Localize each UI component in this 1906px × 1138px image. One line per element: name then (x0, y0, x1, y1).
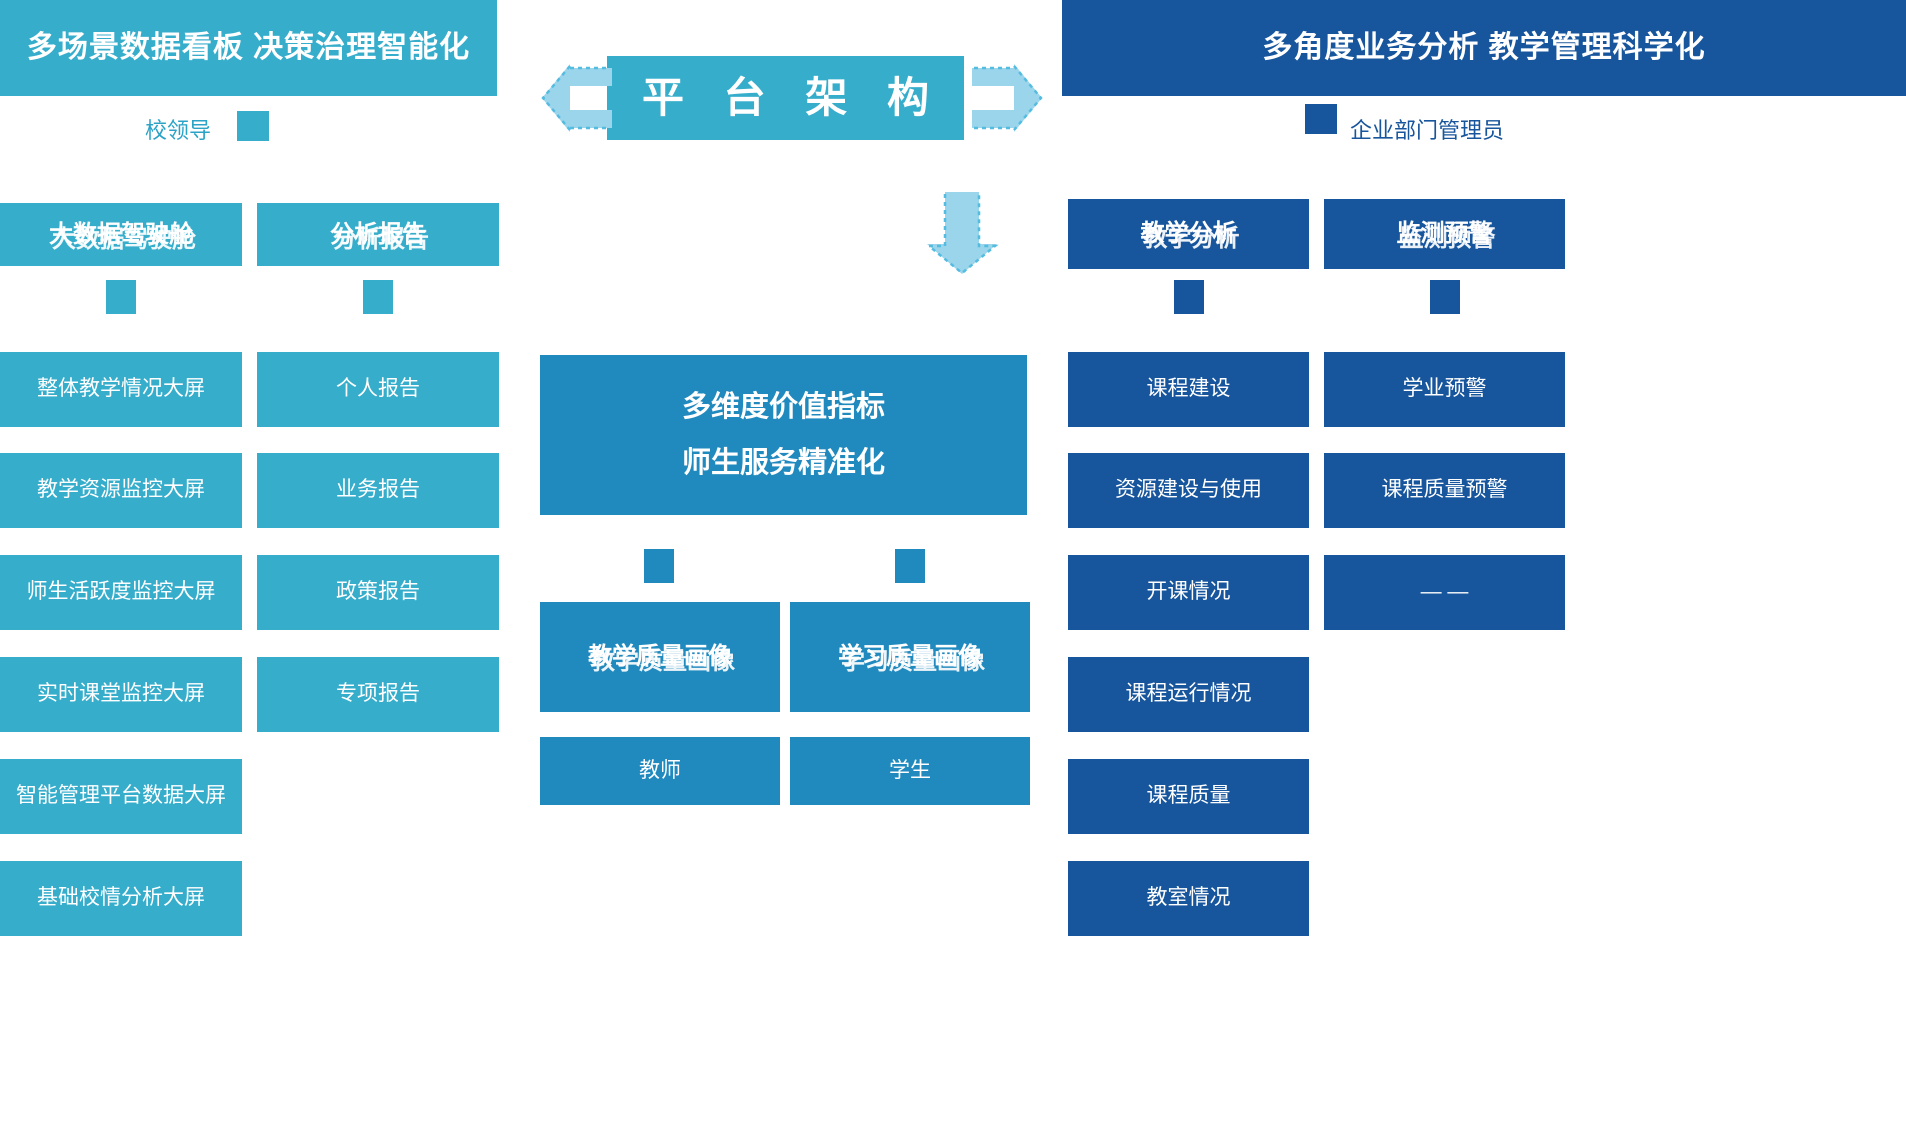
center-connector-right (895, 549, 925, 583)
left-role-chip (237, 111, 269, 141)
left-col-1-head-label-shadow: 大数据驾驶舱 (52, 225, 196, 253)
right-col-1-head-label-shadow: 教学分析 (1143, 225, 1240, 252)
right-col-1-item-5[interactable]: 教室情况 (1068, 861, 1309, 936)
right-col-2-item-0[interactable]: 学业预警 (1324, 352, 1565, 427)
right-banner-label: 多角度业务分析 教学管理科学化 (1262, 31, 1706, 65)
left-col-1-item-5[interactable]: 基础校情分析大屏 (0, 861, 242, 936)
card-label: 学业预警 (1402, 377, 1487, 401)
right-col-2-item-2[interactable]: — — (1324, 555, 1565, 630)
left-col-1-head[interactable]: 大数据驾驶舱 大数据驾驶舱 (0, 203, 242, 266)
left-col-2-connector (363, 280, 393, 314)
right-col-1-item-4[interactable]: 课程质量 (1068, 759, 1309, 834)
card-label: 课程质量预警 (1381, 478, 1508, 502)
card-label: 开课情况 (1146, 580, 1231, 604)
card-label: 政策报告 (336, 580, 420, 604)
card-label: — — (1420, 580, 1469, 604)
center-value-box: 多维度价值指标 师生服务精准化 (540, 355, 1027, 515)
left-col-1-head-label: 大数据驾驶舱 (49, 220, 193, 248)
left-col-1-item-4[interactable]: 智能管理平台数据大屏 (0, 759, 242, 834)
card-label: 师生活跃度监控大屏 (26, 580, 216, 604)
right-col-1-item-1[interactable]: 资源建设与使用 (1068, 453, 1309, 528)
card-label: 实时课堂监控大屏 (37, 682, 205, 706)
center-portrait-0-head-label: 教学质量画像 (588, 643, 732, 670)
left-col-2-head-label-shadow: 分析报告 (333, 225, 429, 253)
right-role-chip (1305, 104, 1337, 134)
left-col-1-item-3[interactable]: 实时课堂监控大屏 (0, 657, 242, 732)
card-label: 专项报告 (336, 682, 420, 706)
right-col-2-connector (1430, 280, 1460, 314)
arrow-down-dashed-icon (925, 192, 999, 275)
left-col-2-item-0[interactable]: 个人报告 (257, 352, 499, 427)
center-portrait-0-head[interactable]: 教学质量画像 教学质量画像 (540, 602, 780, 712)
arrow-left-dashed-icon (541, 64, 612, 132)
left-col-1-item-0[interactable]: 整体教学情况大屏 (0, 352, 242, 427)
card-label: 课程质量 (1146, 784, 1231, 808)
center-title-label: 平 台 架 构 (641, 73, 943, 121)
center-value-line-0: 多维度价值指标 (681, 390, 885, 423)
card-label: 教室情况 (1146, 886, 1231, 910)
center-value-line-1: 师生服务精准化 (681, 447, 885, 479)
left-role-label: 校领导 (145, 118, 212, 143)
right-col-1-item-0[interactable]: 课程建设 (1068, 352, 1309, 427)
center-title-box: 平 台 架 构 (607, 56, 964, 140)
left-banner: 多场景数据看板 决策治理智能化 (0, 0, 497, 96)
center-portrait-1-head[interactable]: 学习质量画像 学习质量画像 (790, 602, 1030, 712)
right-col-2-head-label: 监测预警 (1396, 220, 1493, 247)
right-col-2-head-label-shadow: 监测预警 (1399, 225, 1496, 252)
right-col-1-connector (1174, 280, 1204, 314)
right-col-1-item-3[interactable]: 课程运行情况 (1068, 657, 1309, 732)
card-label: 业务报告 (336, 478, 420, 502)
card-label: 个人报告 (336, 377, 420, 401)
card-label: 基础校情分析大屏 (37, 886, 205, 910)
card-label: 智能管理平台数据大屏 (16, 784, 226, 808)
right-role-label: 企业部门管理员 (1350, 118, 1505, 143)
left-col-1-connector (106, 280, 136, 314)
center-connector-left (644, 549, 674, 583)
card-label: 资源建设与使用 (1115, 478, 1262, 502)
right-col-1-item-2[interactable]: 开课情况 (1068, 555, 1309, 630)
right-col-1-head[interactable]: 教学分析 教学分析 (1068, 199, 1309, 269)
left-col-2-head[interactable]: 分析报告 分析报告 (257, 203, 499, 266)
right-col-1-head-label: 教学分析 (1140, 220, 1237, 247)
center-portrait-1-child[interactable]: 学生 (790, 737, 1030, 805)
left-col-2-item-2[interactable]: 政策报告 (257, 555, 499, 630)
center-portrait-0-head-label-shadow: 教学质量画像 (591, 648, 735, 675)
card-label: 整体教学情况大屏 (37, 377, 205, 401)
arrow-right-dashed-icon (972, 64, 1043, 132)
right-banner: 多角度业务分析 教学管理科学化 (1062, 0, 1906, 96)
left-col-1-item-2[interactable]: 师生活跃度监控大屏 (0, 555, 242, 630)
card-label: 学生 (889, 758, 931, 782)
right-col-2-item-1[interactable]: 课程质量预警 (1324, 453, 1565, 528)
center-portrait-1-head-label-shadow: 学习质量画像 (841, 648, 985, 675)
left-col-1-item-1[interactable]: 教学资源监控大屏 (0, 453, 242, 528)
card-label: 教师 (639, 758, 681, 782)
left-col-2-item-3[interactable]: 专项报告 (257, 657, 499, 732)
card-label: 课程运行情况 (1125, 682, 1252, 706)
left-col-2-item-1[interactable]: 业务报告 (257, 453, 499, 528)
left-banner-label: 多场景数据看板 决策治理智能化 (26, 31, 471, 65)
center-portrait-0-child[interactable]: 教师 (540, 737, 780, 805)
right-col-2-head[interactable]: 监测预警 监测预警 (1324, 199, 1565, 269)
center-portrait-1-head-label: 学习质量画像 (838, 643, 982, 670)
left-col-2-head-label: 分析报告 (330, 220, 426, 248)
card-label: 教学资源监控大屏 (37, 478, 205, 502)
card-label: 课程建设 (1146, 377, 1231, 401)
